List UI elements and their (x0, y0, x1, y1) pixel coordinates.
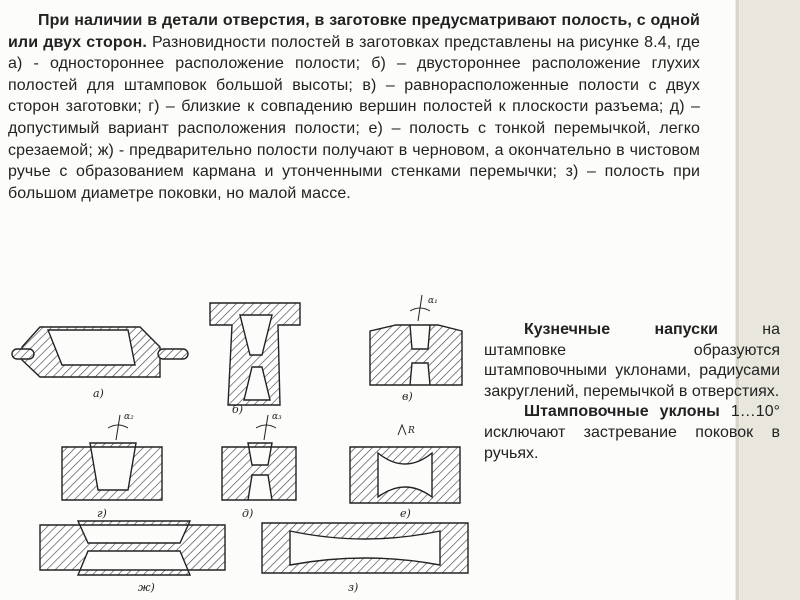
part-e (349, 446, 461, 504)
part-z (261, 522, 469, 574)
part-d (221, 442, 297, 501)
caption-e: е) (400, 507, 411, 520)
intro-rest: Разновидности полостей в заготовках пред… (8, 33, 700, 202)
caption-zh: ж) (138, 581, 155, 594)
part-g (61, 442, 163, 501)
slide-edge (736, 0, 739, 600)
side-p2-bold: Штамповочные уклоны (524, 403, 720, 421)
side-text: Кузнечные напуски на штамповке образуютс… (484, 320, 780, 464)
side-p1-bold: Кузнечные напуски (524, 321, 718, 338)
intro-text: При наличии в детали отверстия, в загото… (8, 10, 700, 204)
part-b (209, 302, 301, 406)
intro-bold-lead: При наличии в детали отверстия, в загото… (8, 12, 700, 51)
right-frame (740, 0, 800, 600)
caption-d: д) (242, 507, 253, 520)
part-a (11, 326, 189, 378)
side-paragraph-2: Штамповочные уклоны 1…10° исключают заст… (484, 402, 780, 464)
angle-a1: α₁ (428, 296, 438, 306)
side-p1-rest: на штамповке образуются штамповочными ук… (484, 321, 780, 400)
part-v (369, 324, 463, 386)
side-p2-rest: 1…10° исключают застревание поковок в ру… (484, 403, 780, 462)
part-zh (39, 520, 226, 576)
caption-v: в) (402, 390, 413, 403)
figure-8-4: α₁ α₂ α₃ R а) б) в) г) д) е) ж) з) (11, 294, 469, 594)
intro-paragraph: При наличии в детали отверстия, в загото… (8, 10, 700, 204)
side-paragraph-1: Кузнечные напуски на штамповке образуютс… (484, 320, 780, 402)
angle-a2: α₂ (124, 412, 134, 422)
angle-a3: α₃ (272, 412, 282, 422)
caption-z: з) (348, 581, 358, 594)
radius-label: R (407, 426, 415, 436)
caption-g: г) (97, 507, 107, 520)
caption-b: б) (232, 403, 243, 416)
caption-a: а) (93, 387, 104, 400)
